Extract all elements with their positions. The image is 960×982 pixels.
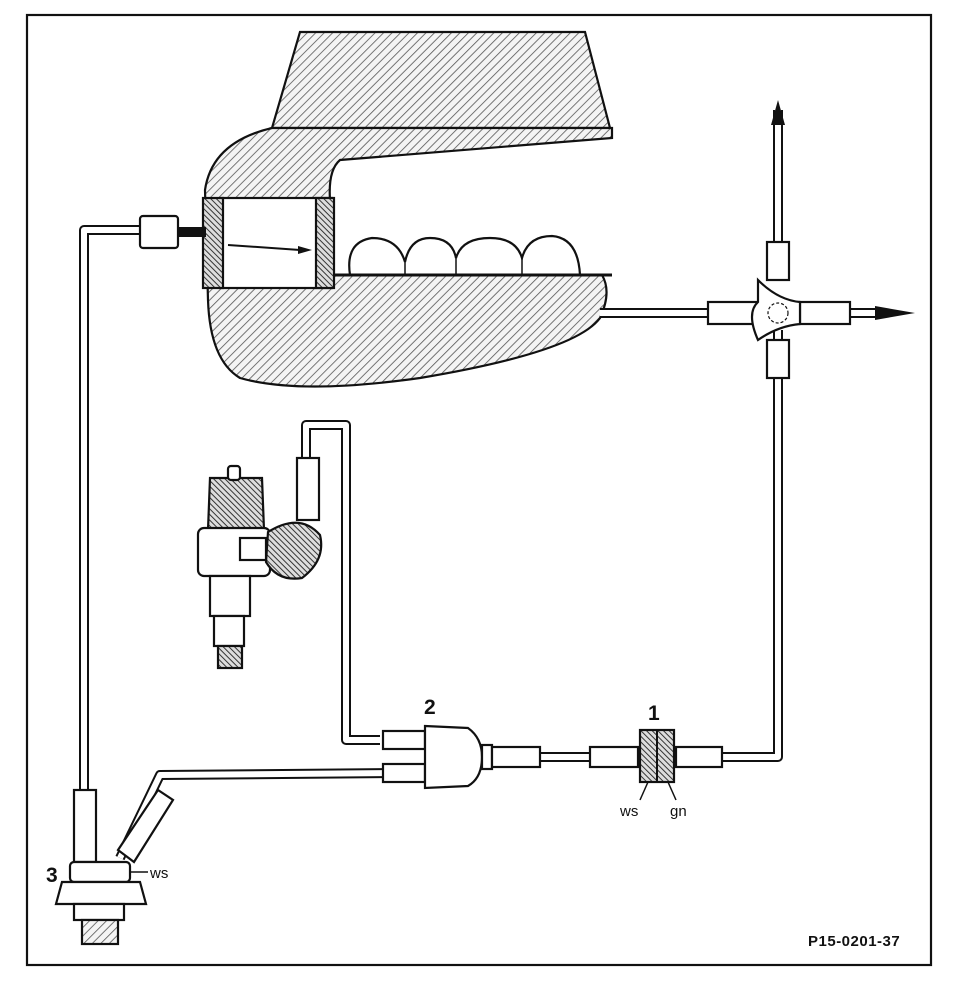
manifold-connector (138, 214, 206, 250)
arrow-up-icon (771, 100, 785, 125)
distributor (196, 456, 323, 670)
label-valve-1: 1 (648, 702, 660, 725)
arrow-right-icon (875, 306, 915, 320)
intake-manifold (201, 30, 614, 388)
figure-code: P15-0201-37 (808, 933, 900, 950)
valve-1 (588, 728, 724, 801)
valve-2 (381, 724, 542, 790)
label-ws-valve-1: ws (619, 803, 638, 820)
cross-fitting (706, 240, 852, 380)
thermo-switch-3 (54, 788, 175, 946)
label-switch-3: 3 (46, 864, 58, 887)
label-ws-switch-3: ws (149, 865, 168, 882)
label-valve-2: 2 (424, 696, 436, 719)
label-gn-valve-1: gn (670, 803, 687, 820)
figure-frame (25, 13, 933, 967)
